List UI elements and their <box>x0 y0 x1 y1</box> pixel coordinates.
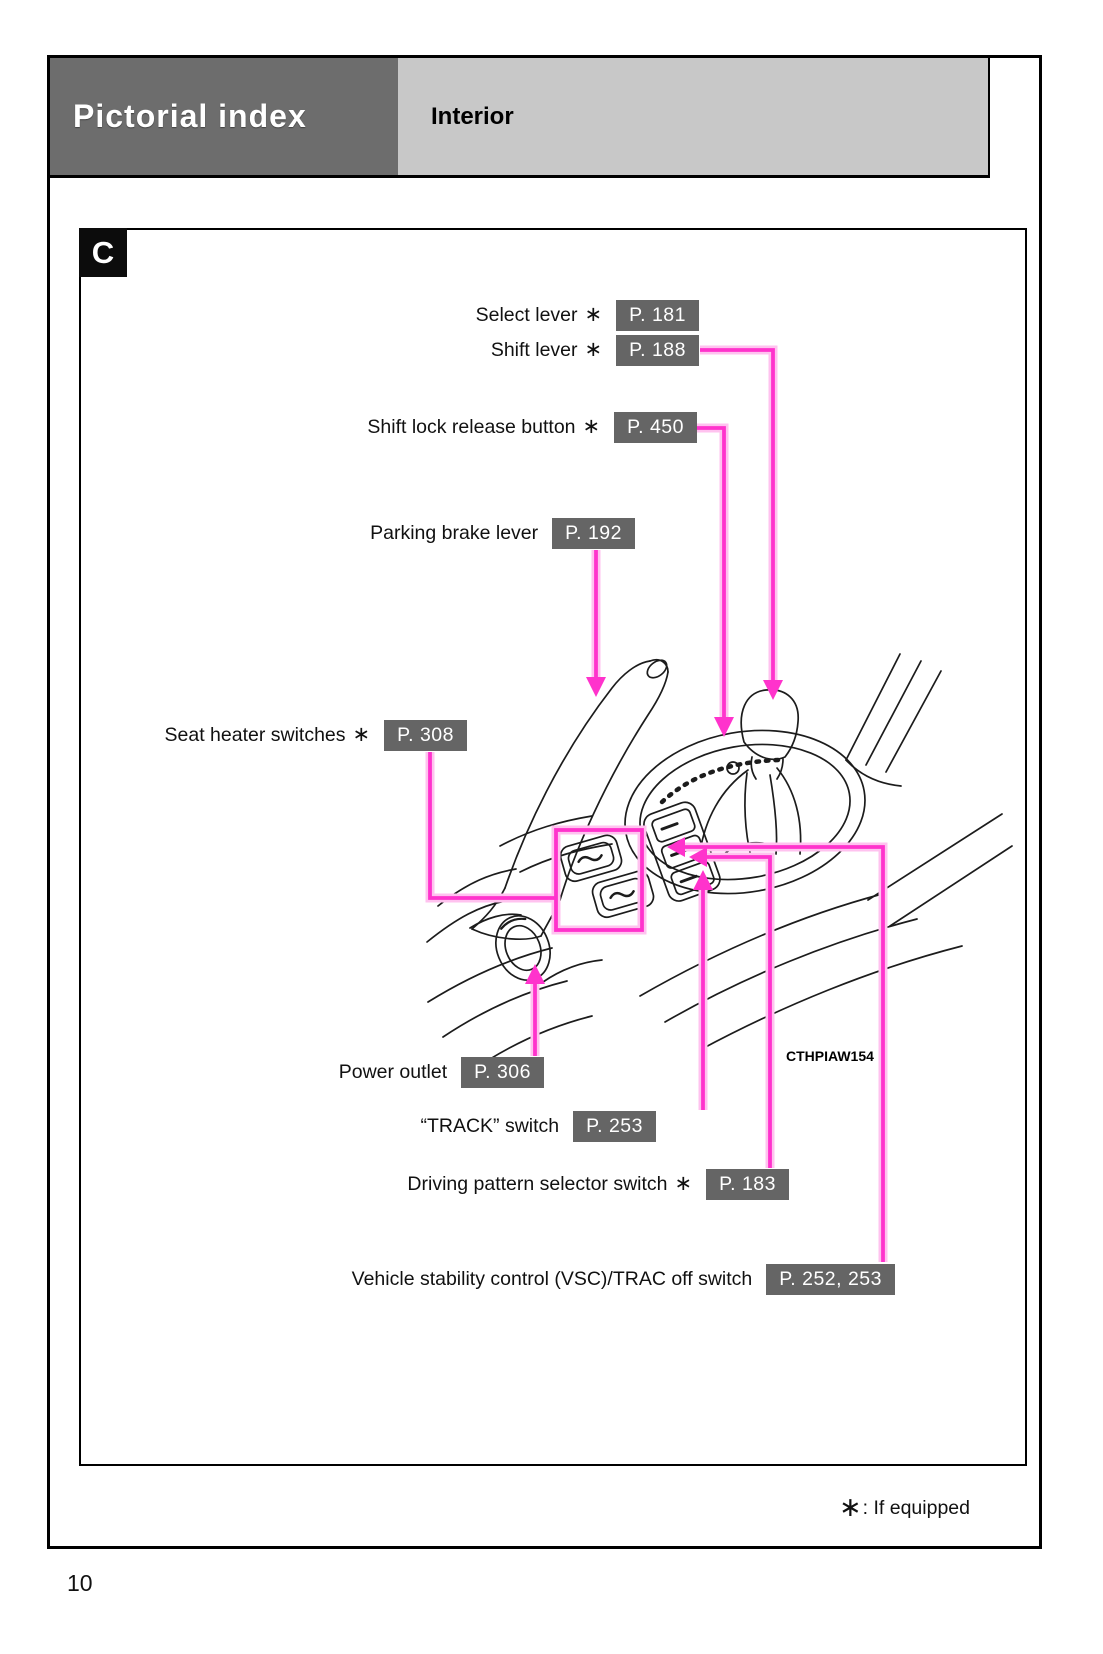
page-ref-select-lever: P. 181 <box>616 300 699 331</box>
callout-text: Driving pattern selector switch <box>407 1173 668 1195</box>
page-subtitle: Interior <box>431 102 514 130</box>
callout-seat-heater-switches: Seat heater switches ∗ P. 308 <box>164 720 467 751</box>
callout-vsc-trac-off-switch: Vehicle stability control (VSC)/TRAC off… <box>352 1264 895 1295</box>
callout-text: “TRACK” switch <box>420 1115 560 1137</box>
asterisk-mark: ∗ <box>584 338 603 361</box>
header-section-tab: Pictorial index <box>47 55 398 178</box>
callout-text: Vehicle stability control (VSC)/TRAC off… <box>351 1268 753 1290</box>
page-ref-vsc-trac-off-switch: P. 252, 253 <box>766 1264 895 1295</box>
page-ref-shift-lock-release-button: P. 450 <box>614 412 697 443</box>
section-badge: C <box>79 228 127 277</box>
callout-track-switch: “TRACK” switch P. 253 <box>420 1111 656 1142</box>
asterisk-mark: ∗ <box>582 415 601 438</box>
asterisk-mark: ∗ <box>584 303 603 326</box>
page-ref-shift-lever: P. 188 <box>616 335 699 366</box>
page-number: 10 <box>67 1570 93 1596</box>
callout-driving-pattern-selector-switch: Driving pattern selector switch ∗ P. 183 <box>407 1169 789 1200</box>
asterisk-mark: ∗ <box>674 1172 693 1195</box>
header-subsection: Interior <box>398 55 990 178</box>
callout-text: Parking brake lever <box>370 522 539 544</box>
callout-text: Seat heater switches <box>164 724 346 746</box>
callout-select-lever: Select lever ∗ P. 181 <box>476 300 699 331</box>
asterisk-mark: ∗ <box>839 1492 862 1522</box>
page-ref-seat-heater-switches: P. 308 <box>384 720 467 751</box>
page-ref-track-switch: P. 253 <box>573 1111 656 1142</box>
asterisk-mark: ∗ <box>352 723 371 746</box>
callout-text: Shift lever <box>490 339 578 361</box>
figure-code: CTHPIAW154 <box>786 1048 874 1064</box>
callout-text: Power outlet <box>338 1061 448 1083</box>
callout-power-outlet: Power outlet P. 306 <box>339 1057 544 1088</box>
callout-text: Shift lock release button <box>367 416 576 438</box>
page-ref-power-outlet: P. 306 <box>461 1057 544 1088</box>
callout-parking-brake-lever: Parking brake lever P. 192 <box>370 518 635 549</box>
page-title: Pictorial index <box>73 98 307 134</box>
footnote-if-equipped: ∗: If equipped <box>839 1490 970 1522</box>
callout-shift-lock-release-button: Shift lock release button ∗ P. 450 <box>367 412 697 443</box>
callout-shift-lever: Shift lever ∗ P. 188 <box>491 335 699 366</box>
page-ref-parking-brake-lever: P. 192 <box>552 518 635 549</box>
page-ref-driving-pattern-selector-switch: P. 183 <box>706 1169 789 1200</box>
callout-text: Select lever <box>475 304 578 326</box>
footnote-text: : If equipped <box>862 1497 970 1519</box>
